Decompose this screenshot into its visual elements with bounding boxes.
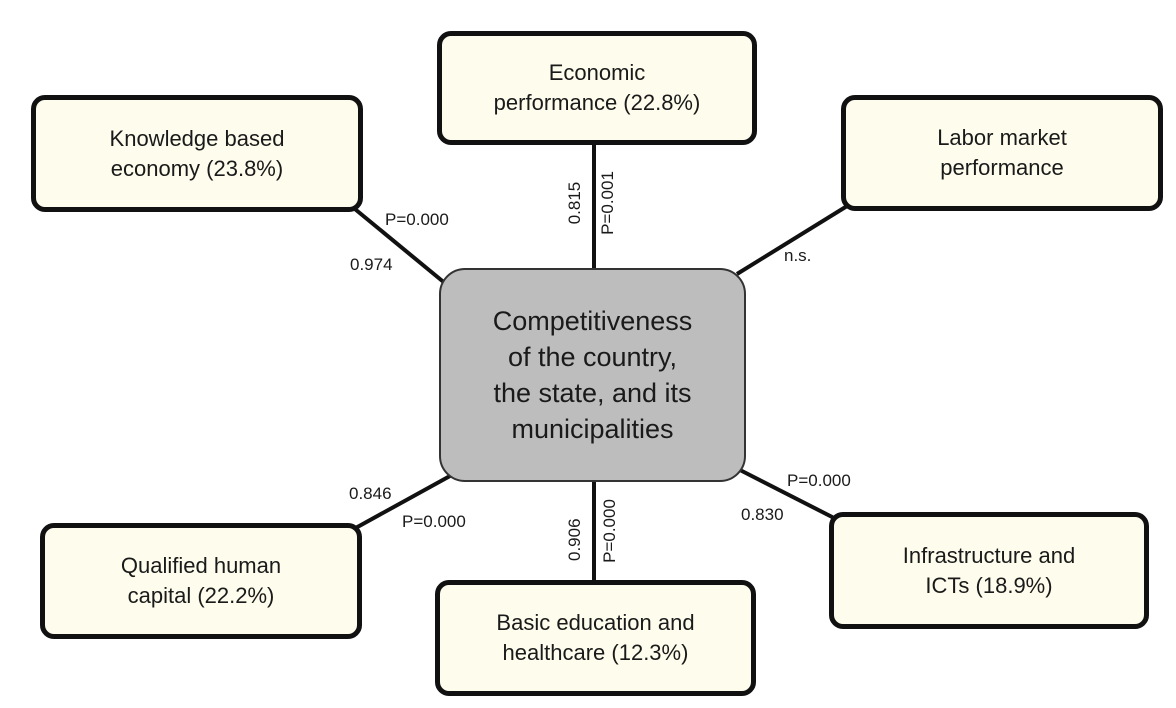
link-knowledge xyxy=(348,203,448,286)
label-basic-coef: 0.906 xyxy=(565,518,584,561)
label-knowledge-coef: 0.974 xyxy=(350,255,393,274)
node-knowledge-line-1: Knowledge based xyxy=(109,125,285,151)
node-economic-performance: Economic performance (22.8%) xyxy=(437,31,757,145)
label-labor-note: n.s. xyxy=(784,246,812,265)
node-qualified-human-capital: Qualified human capital (22.2%) xyxy=(40,523,362,639)
node-economic-line-1: Economic xyxy=(548,60,646,85)
label-basic-p: P=0.000 xyxy=(600,499,619,563)
node-qualified-line-1: Qualified human xyxy=(120,553,282,578)
label-qualified-coef: 0.846 xyxy=(349,484,392,503)
center-node: Competitiveness of the country, the stat… xyxy=(439,268,746,482)
node-infra-line-2: ICTs (18.9%) xyxy=(925,572,1053,598)
node-knowledge-line-2: economy (23.8%) xyxy=(110,155,284,181)
label-knowledge-p: P=0.000 xyxy=(385,210,449,229)
node-infra-line-1: Infrastructure and xyxy=(902,542,1076,568)
node-knowledge-based-economy: Knowledge based economy (23.8%) xyxy=(31,95,363,212)
node-basic-line-1: Basic education and xyxy=(496,610,695,635)
label-infra-coef: 0.830 xyxy=(741,505,784,524)
label-economic-p: P=0.001 xyxy=(598,171,617,235)
label-economic-coef: 0.815 xyxy=(565,181,584,225)
node-qualified-line-2: capital (22.2%) xyxy=(127,583,275,608)
node-labor-market-performance: Labor market performance xyxy=(841,95,1163,211)
node-infrastructure-icts: Infrastructure and ICTs (18.9%) xyxy=(829,512,1149,629)
node-basic-education-healthcare: Basic education and healthcare (12.3%) xyxy=(435,580,756,696)
label-qualified-p: P=0.000 xyxy=(402,512,466,531)
link-infra xyxy=(739,468,839,522)
node-labor-line-1: Labor market xyxy=(937,125,1067,150)
label-infra-p: P=0.000 xyxy=(787,471,851,490)
link-labor xyxy=(735,201,854,276)
center-line-4: municipalities xyxy=(511,414,674,444)
node-labor-line-2: performance xyxy=(940,155,1064,180)
node-basic-line-2: healthcare (12.3%) xyxy=(502,640,689,665)
node-economic-line-2: performance (22.8%) xyxy=(493,90,701,115)
link-qualified xyxy=(351,474,451,532)
center-line-3: the state, and its xyxy=(493,378,692,408)
center-line-2: of the country, xyxy=(507,342,678,372)
center-line-1: Competitiveness xyxy=(492,306,693,336)
